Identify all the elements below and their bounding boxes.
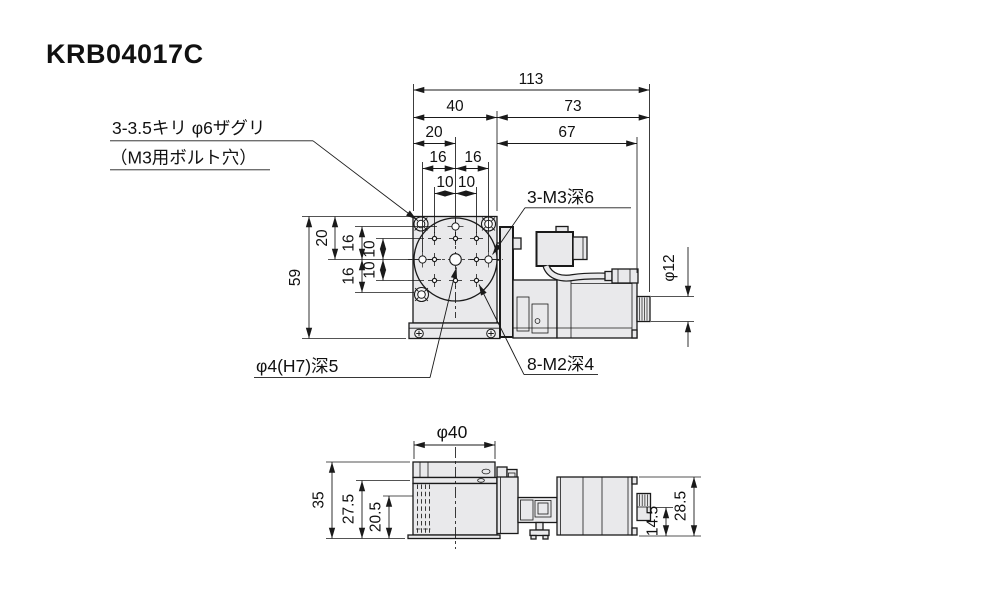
dim-28-5: 28.5 [673,491,690,521]
dim-16-up: 16 [341,234,358,251]
dim-20-5: 20.5 [368,502,385,532]
cable-link [604,270,613,282]
label-3-m3: 3-M3深6 [527,187,594,207]
dimensions-left: 59 20 16 16 10 10 [287,216,437,339]
extension-lines-top [413,84,650,292]
top-view: 113 40 73 20 67 16 16 10 10 [110,71,694,379]
dim-10-down: 10 [362,261,379,279]
dim-35: 35 [311,491,328,508]
dim-16-right: 16 [464,149,481,166]
gearhead-side [517,496,558,524]
counterbore-note: 3-3.5キリ φ6ザグリ （M3用ボルト穴） [110,118,417,220]
dim-27-5: 27.5 [341,494,358,524]
dim-59: 59 [287,269,304,286]
motor-bracket-top [499,226,514,338]
motor-foot-tab [631,329,638,339]
m2-label: 8-M2深4 [478,284,598,376]
adjustment-knob-top [636,295,651,323]
motor-tab-bottom [631,527,638,536]
counterbore-hole-bottom-left [413,286,430,303]
dim-10-up: 10 [362,240,379,258]
dimensions-top: 113 40 73 20 67 16 16 10 10 [413,71,650,197]
motor-body-top [556,277,638,339]
center-pilot-hole [449,253,462,266]
hidden-hole-lines [416,484,431,534]
page-title: KRB04017C [46,39,204,69]
dimension-knob-dia: φ12 [651,247,694,347]
leader-center-hole [429,267,458,378]
gearbox-top [512,279,558,339]
base-screw [486,328,496,339]
adjustment-knob-side [636,492,652,522]
dim-16-down: 16 [341,267,358,284]
dimensions-side-left: 35 27.5 20.5 [311,461,413,539]
note-line1: 3-3.5キリ φ6ザグリ [112,118,265,138]
dim-20-vert: 20 [314,229,331,247]
motor-tab-top [631,476,638,485]
dimensions-side-right: 14.5 28.5 [639,476,701,537]
dim-40: 40 [446,98,464,115]
dim-phi40: φ40 [437,422,468,442]
dim-10-right: 10 [458,174,476,191]
gearhead-base [529,529,550,537]
label-8-m2: 8-M2深4 [527,354,594,374]
connector-plug [572,236,588,261]
leader-counterbore [312,140,417,220]
dim-73: 73 [564,98,581,115]
connector-box [535,231,574,267]
leader-m2 [478,284,525,375]
base-screw [414,328,424,339]
dim-20: 20 [425,124,443,141]
dim-14-5: 14.5 [645,506,662,536]
dimension-table-dia: φ40 [413,422,496,459]
center-hole-label: φ4(H7)深5 [254,267,458,379]
leader-m3 [492,207,526,255]
note-line2: （M3用ボルト穴） [110,148,257,168]
label-phi4: φ4(H7)深5 [256,356,338,376]
dim-67: 67 [558,124,575,141]
motor-body-side [556,476,633,536]
dim-phi12: φ12 [661,254,678,281]
dim-10-left: 10 [436,174,454,191]
cable-end-connector [611,268,639,284]
stage-base-side [407,534,501,540]
gearhead-stem [535,521,544,531]
bracket-tab [512,237,522,250]
stage-body-side [412,482,498,536]
dim-16-left: 16 [429,149,446,166]
m3-label: 3-M3深6 [492,187,631,255]
dim-113: 113 [519,71,544,88]
side-view: φ40 35 27.5 20.5 14.5 28.5 [311,422,701,549]
